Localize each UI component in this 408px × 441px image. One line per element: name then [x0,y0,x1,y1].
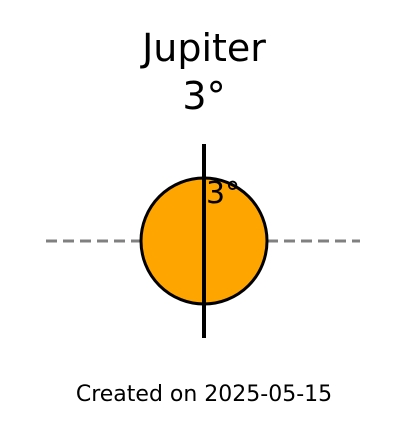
tilt-value-title: 3° [182,74,226,118]
planet-name: Jupiter [142,26,266,70]
axis-angle-label: 3° [206,176,240,211]
creation-date-caption: Created on 2025-05-15 [75,382,333,407]
title-block: Jupiter 3° [0,24,408,120]
